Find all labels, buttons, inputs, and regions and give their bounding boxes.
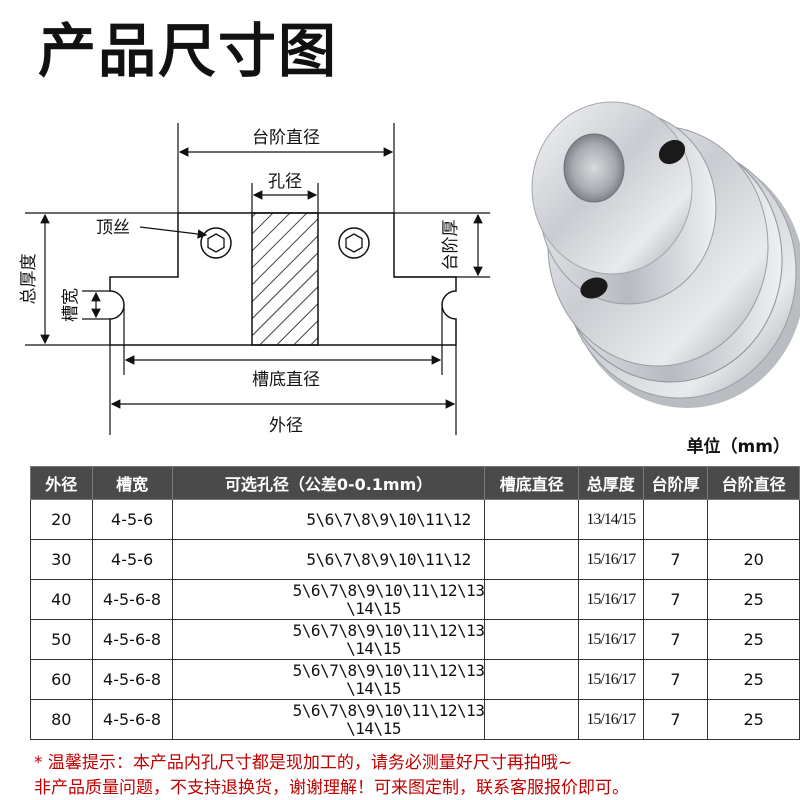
set-screw-right — [338, 227, 370, 259]
cell-groove-bottom — [484, 699, 579, 740]
cell-groove-width: 4-5-6-8 — [91, 579, 173, 620]
cell-groove-bottom — [484, 579, 579, 620]
cell-bore-options: 5\6\7\8\9\10\11\12 — [171, 539, 486, 580]
table-row: 40 4-5-6-8 5\6\7\8\9\10\11\12\13\14\15 1… — [30, 579, 800, 620]
cell-step-thickness: 7 — [642, 619, 709, 660]
cell-bore-options: 5\6\7\8\9\10\11\12\13\14\15 — [171, 699, 486, 740]
unit-label: 单位（mm） — [686, 437, 790, 457]
cell-total-thickness: 15/16/17 — [577, 699, 644, 740]
cell-step-diameter: 25 — [707, 699, 800, 740]
bore-hatched-section — [251, 212, 319, 346]
cell-step-thickness: 7 — [642, 579, 709, 620]
cell-groove-width: 4-5-6-8 — [91, 659, 173, 700]
cell-groove-width: 4-5-6 — [91, 539, 173, 580]
label-outer-diameter: 外径 — [269, 416, 303, 436]
cell-total-thickness: 15/16/17 — [577, 579, 644, 620]
cell-groove-width: 4-5-6-8 — [91, 619, 173, 660]
table-row: 30 4-5-6 5\6\7\8\9\10\11\12 15/16/17 7 2… — [30, 539, 800, 580]
header-groove-bottom: 槽底直径 — [484, 466, 579, 500]
cell-groove-width: 4-5-6-8 — [91, 699, 173, 740]
cell-step-diameter — [707, 499, 800, 540]
spec-table: 外径 槽宽 可选孔径（公差0-0.1mm） 槽底直径 总厚度 台阶厚 台阶直径 … — [30, 466, 800, 740]
header-bore-options: 可选孔径（公差0-0.1mm） — [171, 466, 486, 500]
cell-groove-bottom — [484, 539, 579, 580]
cell-bore-options: 5\6\7\8\9\10\11\12\13\14\15 — [171, 579, 486, 620]
label-step-thickness: 台阶厚 — [441, 220, 461, 271]
label-groove-bottom-diameter: 槽底直径 — [252, 370, 320, 390]
cell-step-thickness: 7 — [642, 699, 709, 740]
cell-outer-diameter: 60 — [30, 659, 93, 700]
label-total-thickness: 总厚度 — [19, 254, 39, 305]
table-row: 60 4-5-6-8 5\6\7\8\9\10\11\12\13\14\15 1… — [30, 659, 800, 700]
cell-groove-bottom — [484, 659, 579, 700]
cell-groove-width: 4-5-6 — [91, 499, 173, 540]
cell-bore-options: 5\6\7\8\9\10\11\12\13\14\15 — [171, 659, 486, 700]
cell-bore-options: 5\6\7\8\9\10\11\12 — [171, 499, 486, 540]
cell-step-diameter: 25 — [707, 659, 800, 700]
cell-step-thickness: 7 — [642, 659, 709, 700]
cell-step-diameter: 25 — [707, 579, 800, 620]
cell-total-thickness: 13/14/15 — [577, 499, 644, 540]
cell-step-thickness — [642, 499, 709, 540]
header-total-thickness: 总厚度 — [577, 466, 644, 500]
set-screw-top-icon — [658, 139, 686, 165]
pulley-photo — [531, 101, 800, 408]
cell-step-diameter: 20 — [707, 539, 800, 580]
cell-outer-diameter: 50 — [30, 619, 93, 660]
cell-bore-options: 5\6\7\8\9\10\11\12\13\14\15 — [171, 619, 486, 660]
table-row: 80 4-5-6-8 5\6\7\8\9\10\11\12\13\14\15 1… — [30, 699, 800, 740]
cell-outer-diameter: 30 — [30, 539, 93, 580]
label-bore: 孔径 — [268, 172, 302, 192]
cell-total-thickness: 15/16/17 — [577, 539, 644, 580]
header-step-diameter: 台阶直径 — [707, 466, 800, 500]
set-screw-bottom-icon — [580, 277, 608, 299]
cell-total-thickness: 15/16/17 — [577, 619, 644, 660]
header-groove-width: 槽宽 — [91, 466, 173, 500]
notice-line-2: 非产品质量问题，不支持退换货，谢谢理解！可来图定制，联系客服报价即可。 — [34, 778, 629, 798]
set-screw-left — [200, 227, 232, 259]
cell-outer-diameter: 80 — [30, 699, 93, 740]
page-title: 产品尺寸图 — [38, 17, 339, 85]
header-outer-diameter: 外径 — [30, 466, 93, 500]
cell-groove-bottom — [484, 499, 579, 540]
table-row: 50 4-5-6-8 5\6\7\8\9\10\11\12\13\14\15 1… — [30, 619, 800, 660]
pulley-dimension-diagram: 台阶直径 孔径 顶丝 台阶厚 总厚度 槽宽 槽底直径 外径 — [19, 123, 490, 436]
cell-step-diameter: 25 — [707, 619, 800, 660]
table-row: 20 4-5-6 5\6\7\8\9\10\11\12 13/14/15 — [30, 499, 800, 540]
label-set-screw: 顶丝 — [96, 218, 130, 238]
label-groove-width: 槽宽 — [61, 288, 81, 322]
header-step-thickness: 台阶厚 — [642, 466, 709, 500]
cell-total-thickness: 15/16/17 — [577, 659, 644, 700]
notice-line-1: * 温馨提示：本产品内孔尺寸都是现加工的，请务必测量好尺寸再拍哦~ — [34, 753, 573, 773]
cell-outer-diameter: 40 — [30, 579, 93, 620]
cell-outer-diameter: 20 — [30, 499, 93, 540]
table-header-row: 外径 槽宽 可选孔径（公差0-0.1mm） 槽底直径 总厚度 台阶厚 台阶直径 — [30, 466, 800, 500]
cell-groove-bottom — [484, 619, 579, 660]
label-step-diameter: 台阶直径 — [252, 128, 320, 148]
cell-step-thickness: 7 — [642, 539, 709, 580]
